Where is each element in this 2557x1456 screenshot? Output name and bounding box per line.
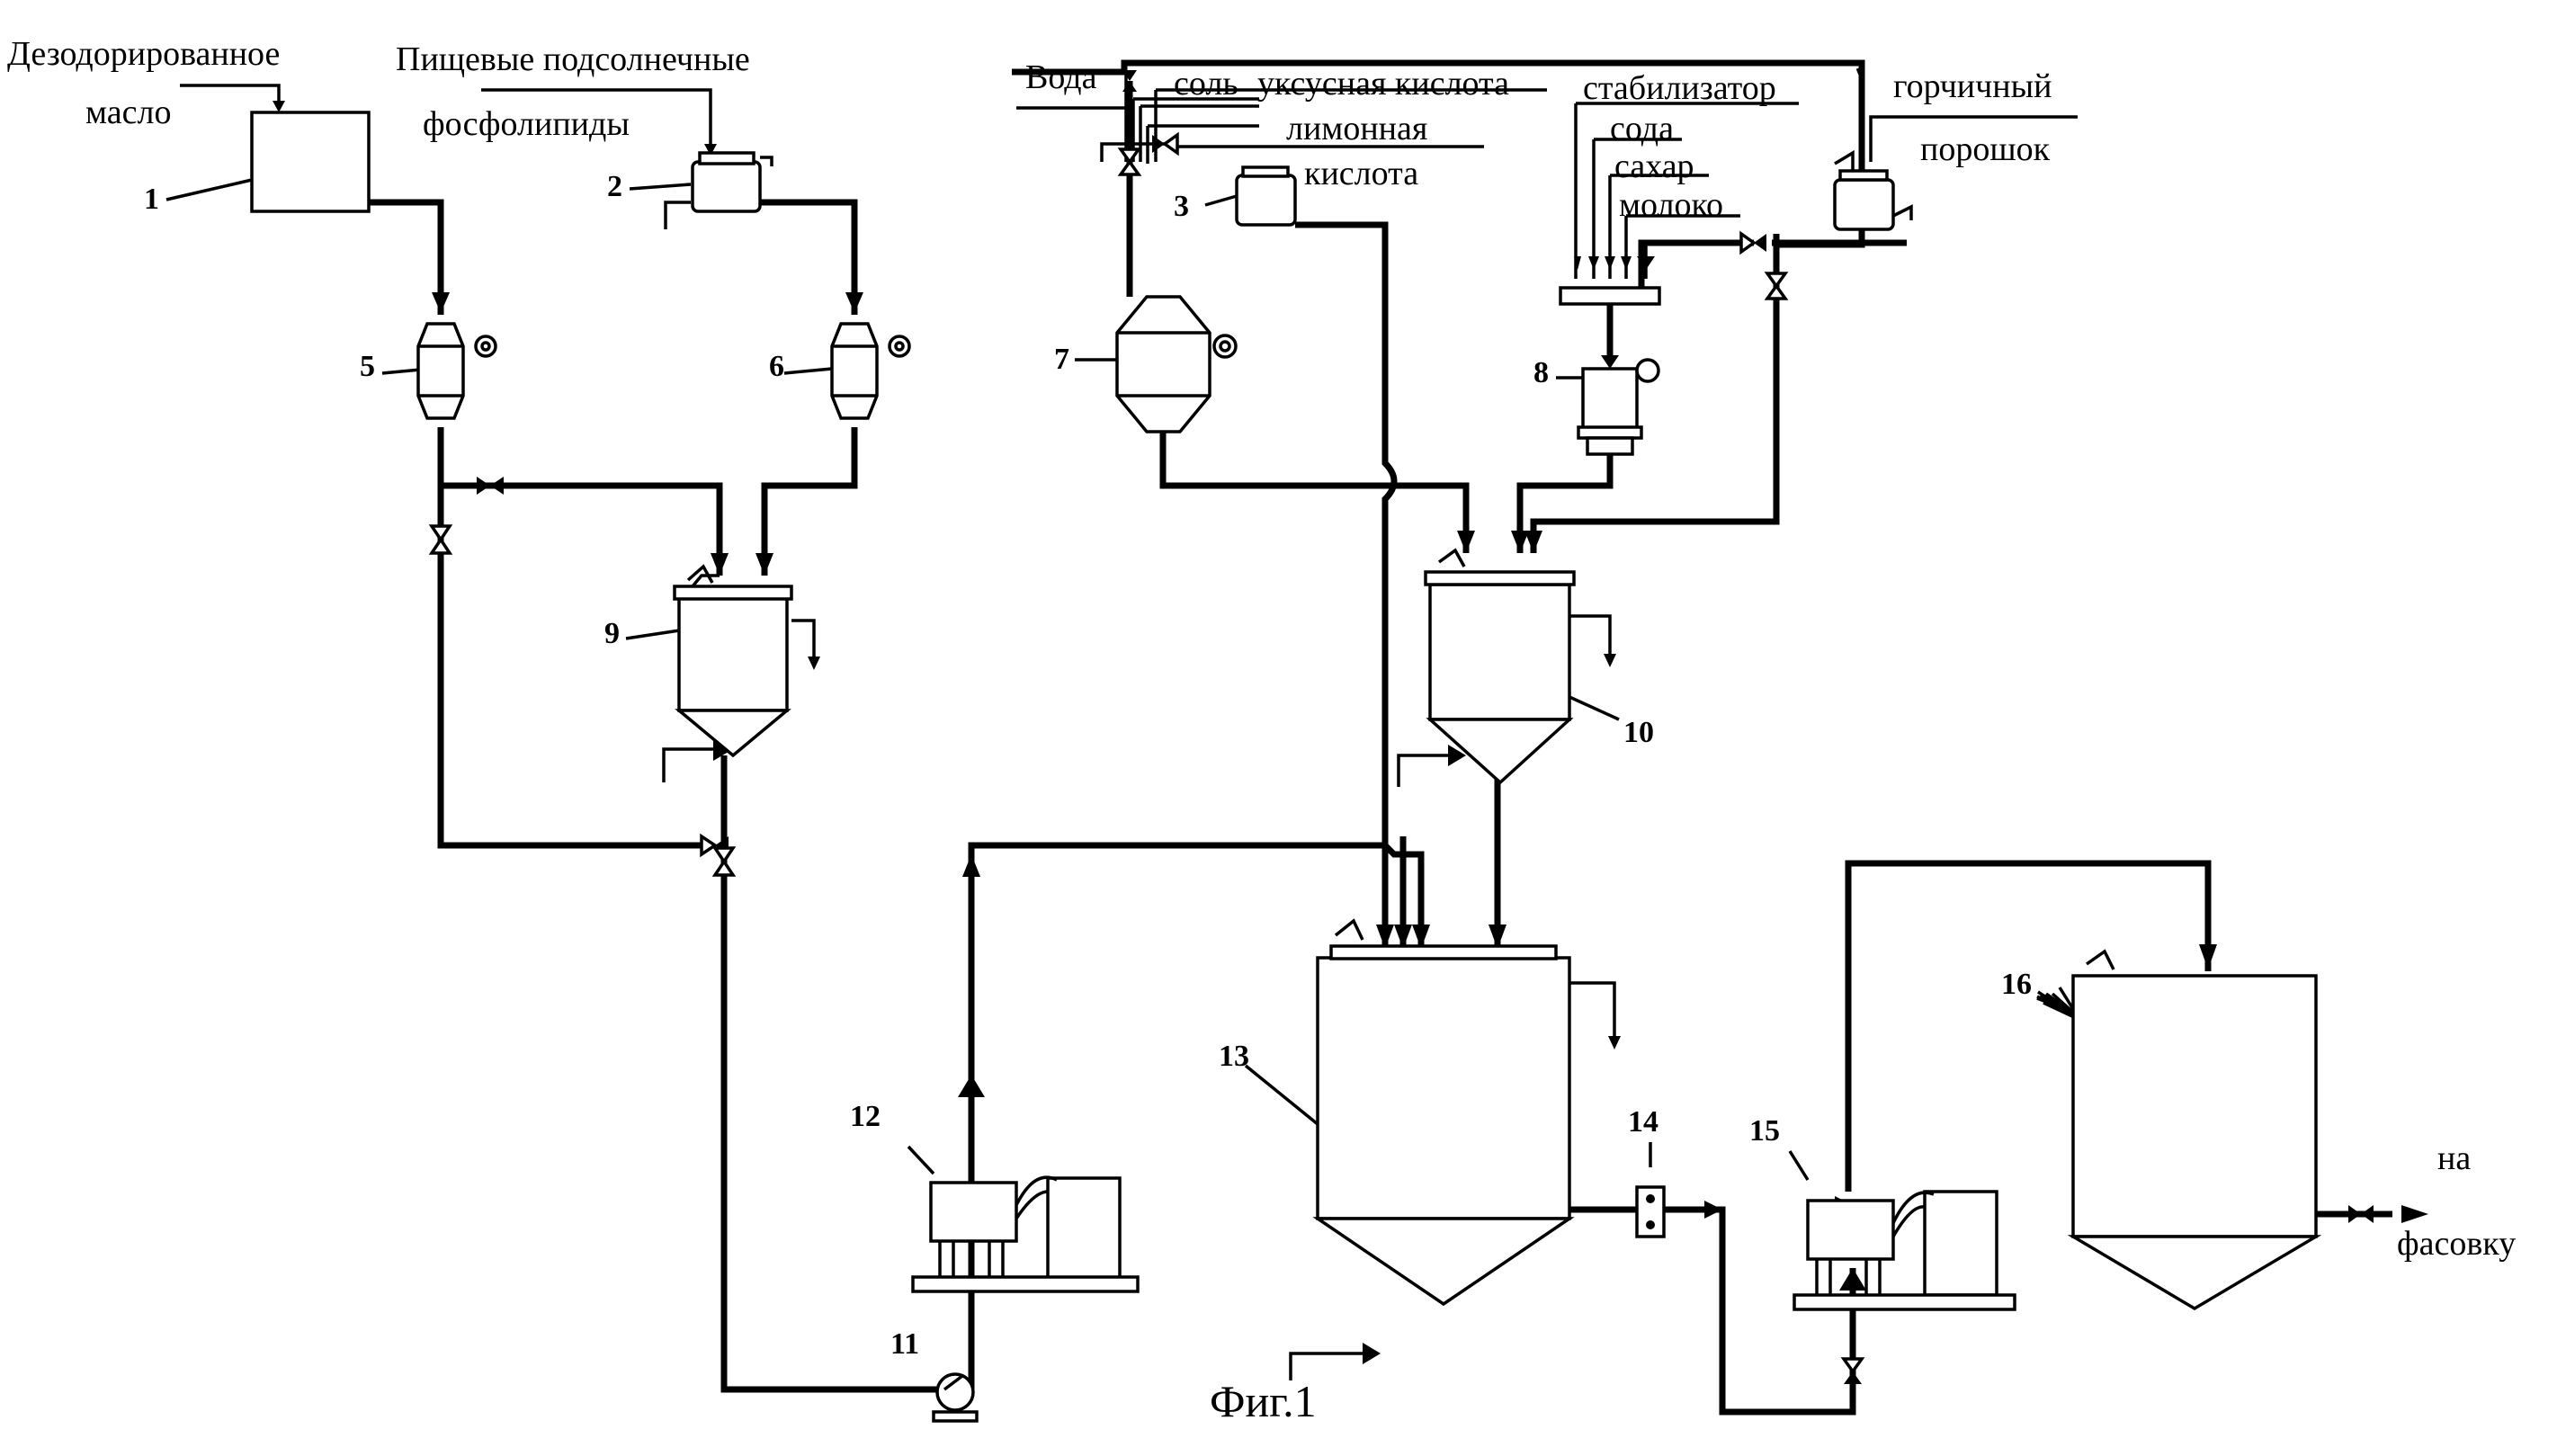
label-stabilizer: стабилизатор <box>1583 69 1776 107</box>
equipment-6-filter <box>832 324 909 418</box>
num-8: 8 <box>1533 356 1549 389</box>
label-output-line2: фасовку <box>2397 1225 2516 1263</box>
num-15: 15 <box>1749 1114 1780 1148</box>
equipment-14-sensor <box>1637 1187 1664 1237</box>
num-3: 3 <box>1174 190 1189 223</box>
equipment-10-mixer <box>1426 550 1574 782</box>
label-water: Вода <box>1025 58 1097 96</box>
equipment-11-pump <box>934 1374 977 1421</box>
equipment-12-homogenizer <box>913 1177 1138 1291</box>
num-1: 1 <box>144 183 159 216</box>
valve <box>1121 149 1139 174</box>
equipment-1-oil-tank <box>252 112 369 211</box>
label-citric-line1: лимонная <box>1286 110 1427 147</box>
num-7: 7 <box>1054 343 1069 376</box>
num-10: 10 <box>1623 716 1654 749</box>
equipment-3-reagent-tank <box>1237 167 1295 225</box>
equipment-2-phospholipid-tank <box>693 153 760 211</box>
label-sugar: сахар <box>1614 147 1694 185</box>
label-output-line1: на <box>2437 1139 2471 1177</box>
label-mustard-line1: горчичный <box>1893 67 2052 105</box>
equipment-7-filter <box>1117 297 1236 432</box>
equipment-mustard-tank <box>1835 153 1911 229</box>
valve <box>2348 1205 2374 1223</box>
num-6: 6 <box>769 350 784 383</box>
equipment-16-storage <box>2073 951 2316 1309</box>
valve <box>432 526 450 553</box>
figure-caption: Фиг.1 <box>1210 1376 1317 1426</box>
manifold <box>1560 288 1659 304</box>
valve <box>1152 135 1177 153</box>
label-soda: сода <box>1610 110 1674 147</box>
equipment-13-emulsifier <box>1318 921 1569 1304</box>
num-11: 11 <box>890 1327 919 1361</box>
label-salt: соль <box>1174 65 1238 103</box>
num-14: 14 <box>1628 1105 1658 1139</box>
valve <box>1844 1359 1862 1384</box>
num-5: 5 <box>360 350 375 383</box>
num-9: 9 <box>604 617 620 650</box>
equipment-9-mixer <box>675 567 791 755</box>
label-mustard-line2: порошок <box>1920 130 2051 168</box>
label-oil-line1: Дезодорированное <box>7 35 280 73</box>
num-16: 16 <box>2001 968 2032 1001</box>
label-acetic-acid: уксусная кислота <box>1257 65 1509 103</box>
valve <box>1741 234 1766 252</box>
label-oil-line2: масло <box>85 94 171 131</box>
thin-lines <box>166 72 2083 1380</box>
valve <box>715 848 733 875</box>
label-phospho-line2: фосфолипиды <box>423 105 630 143</box>
valve <box>1767 273 1785 299</box>
equipment-5-filter <box>418 324 496 418</box>
num-13: 13 <box>1219 1040 1249 1073</box>
equipment-8-homogenizer <box>1578 304 1658 454</box>
num-2: 2 <box>607 170 622 203</box>
label-phospho-line1: Пищевые подсолнечные <box>396 40 750 78</box>
valve <box>477 477 504 495</box>
label-milk: молоко <box>1619 186 1723 224</box>
num-12: 12 <box>850 1100 881 1133</box>
equipment-15-homogenizer <box>1794 1192 2015 1309</box>
label-citric-line2: кислота <box>1304 155 1418 192</box>
